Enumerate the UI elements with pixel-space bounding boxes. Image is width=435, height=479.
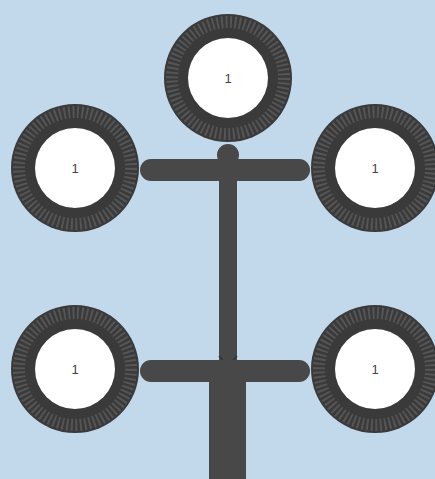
tire: 1 xyxy=(9,303,141,435)
tire: 1 xyxy=(162,12,294,144)
tire: 1 xyxy=(309,102,435,234)
tire: 1 xyxy=(309,303,435,435)
drive-shaft xyxy=(219,150,237,372)
callout-number: 1 xyxy=(71,161,78,176)
callout-number: 1 xyxy=(371,362,378,377)
callout-number: 1 xyxy=(224,71,231,86)
drive-shaft-rear xyxy=(209,372,246,479)
tire: 1 xyxy=(9,102,141,234)
axle xyxy=(151,371,299,372)
callout-number: 1 xyxy=(71,362,78,377)
callout-number: 1 xyxy=(371,161,378,176)
axle xyxy=(151,170,299,171)
